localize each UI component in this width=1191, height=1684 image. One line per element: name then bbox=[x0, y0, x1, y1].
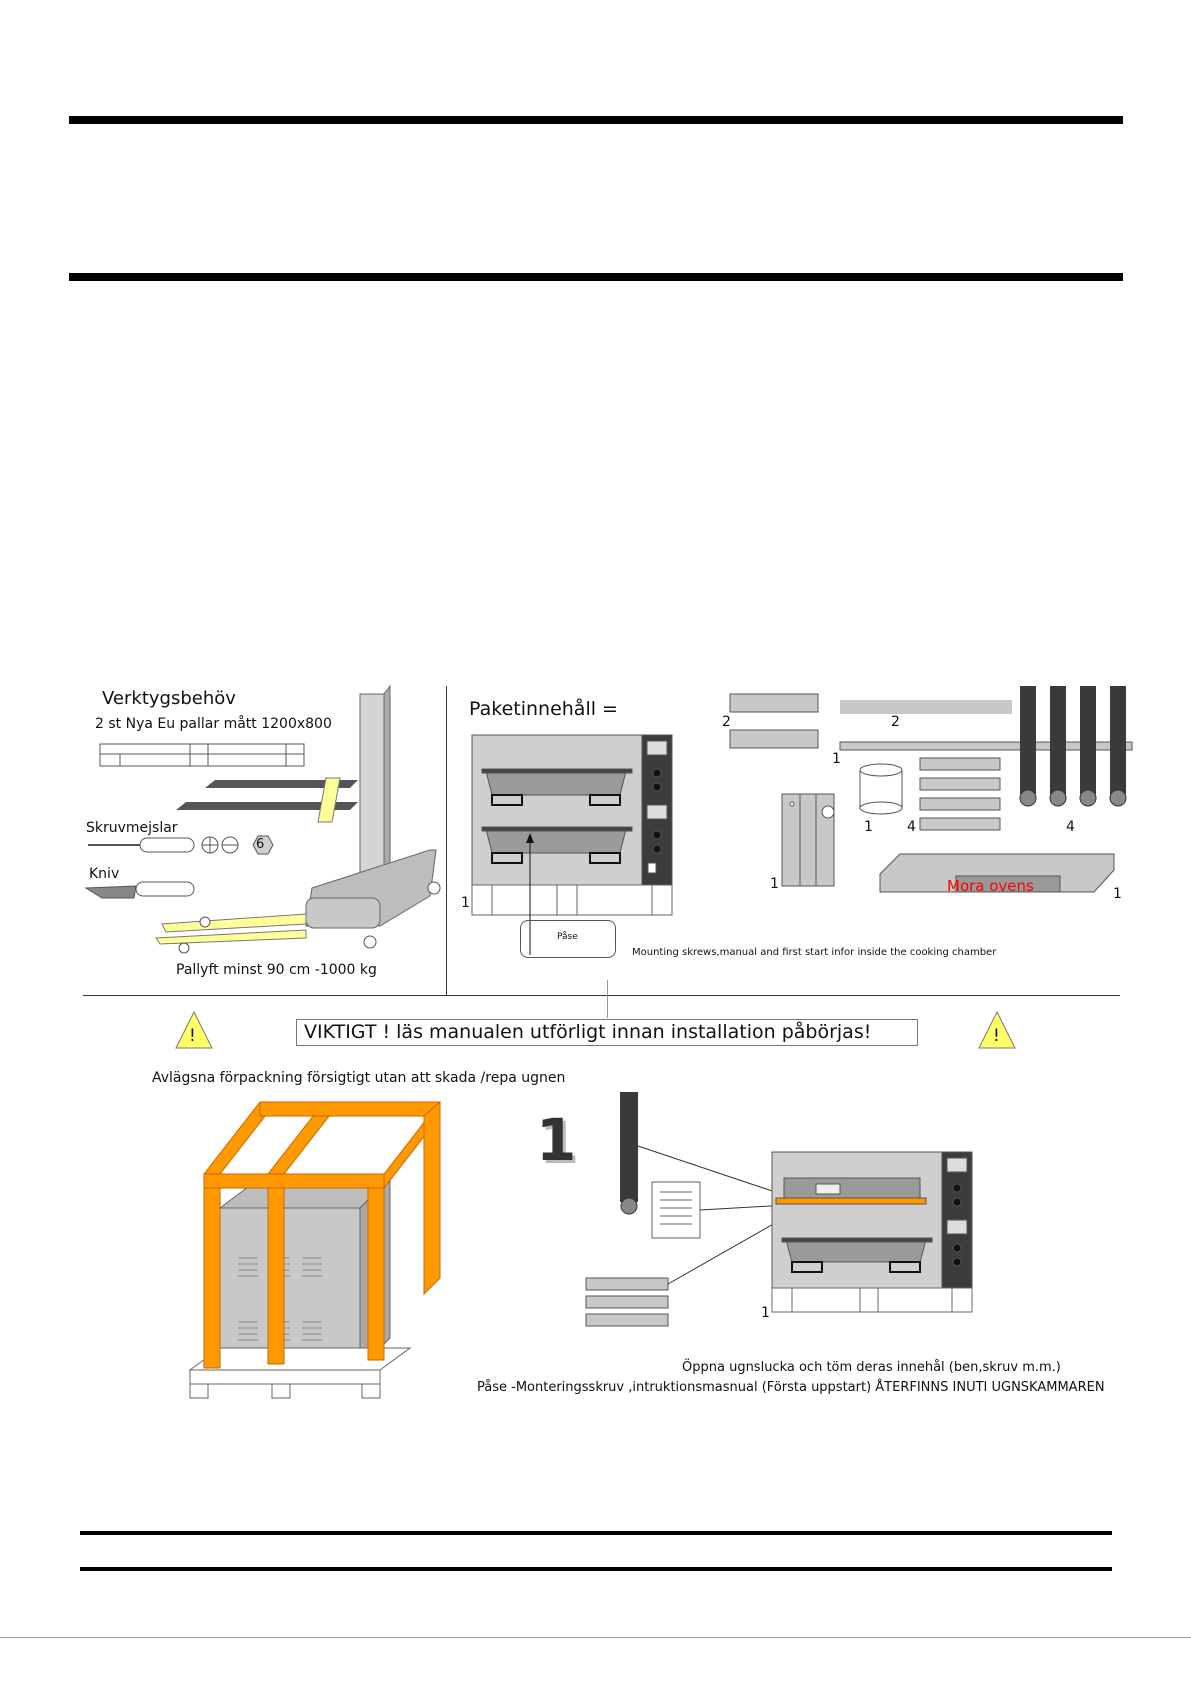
warning-connector bbox=[607, 980, 608, 1018]
header-rule-top bbox=[69, 116, 1123, 124]
rail-icon bbox=[840, 700, 1012, 714]
panel-icon bbox=[729, 693, 819, 713]
screwdrivers-label: Skruvmejslar bbox=[86, 820, 178, 836]
oven-qty: 1 bbox=[461, 895, 470, 911]
bag-note: Mounting skrews,manual and first start i… bbox=[632, 947, 997, 958]
warning-symbol-left: ! bbox=[189, 1026, 196, 1046]
warning-box bbox=[296, 1019, 918, 1046]
top-qty: 1 bbox=[1113, 886, 1122, 902]
step1-line1: Öppna ugnslucka och töm deras innehål (b… bbox=[682, 1360, 1061, 1375]
wrench-nut-icon bbox=[252, 835, 274, 855]
footer-rule-top bbox=[80, 1531, 1112, 1535]
rail-qty: 2 bbox=[891, 714, 900, 730]
tools-illustration bbox=[84, 684, 441, 954]
pallets-label: 2 st Nya Eu pallar mått 1200x800 bbox=[95, 716, 332, 732]
vertical-divider bbox=[446, 686, 447, 996]
page-edge-line bbox=[0, 1637, 1191, 1638]
warning-symbol-right: ! bbox=[993, 1026, 1000, 1046]
drum-icon bbox=[859, 763, 903, 815]
panel-icon bbox=[729, 729, 819, 749]
top-plate-icon bbox=[879, 853, 1115, 893]
manual-icon bbox=[651, 1181, 701, 1239]
step1-oven-qty: 1 bbox=[761, 1305, 770, 1321]
step1-line2: Påse -Monteringsskruv ,intruktionsmasnua… bbox=[477, 1380, 1105, 1395]
drum-qty: 1 bbox=[864, 819, 873, 835]
legs-qty: 4 bbox=[1066, 819, 1075, 835]
plate-qty: 1 bbox=[770, 876, 779, 892]
step-number: 1 bbox=[536, 1106, 577, 1174]
pallet-lift-icon bbox=[155, 684, 441, 954]
long-rail-icon bbox=[839, 741, 1133, 751]
screwdriver-icon bbox=[88, 837, 195, 853]
step1-trays-icon bbox=[585, 1277, 669, 1327]
leg-icon bbox=[620, 1092, 638, 1215]
package-oven-illustration bbox=[471, 734, 673, 955]
crated-oven-icon bbox=[218, 1176, 392, 1370]
legs-icon bbox=[1019, 686, 1127, 807]
knife-label: Kniv bbox=[89, 866, 120, 882]
tools-heading: Verktygsbehöv bbox=[102, 688, 236, 709]
crate-illustration bbox=[188, 1100, 441, 1399]
step1-illustration bbox=[585, 1092, 973, 1327]
knife-icon bbox=[84, 881, 195, 899]
horizontal-divider bbox=[83, 995, 1120, 996]
bag-box bbox=[520, 920, 616, 958]
warning-icon-left bbox=[175, 1010, 213, 1049]
header-rule-bottom bbox=[69, 273, 1123, 281]
long-rail-qty: 1 bbox=[832, 751, 841, 767]
brand-label: Mora ovens bbox=[947, 877, 1034, 895]
step1-oven-icon bbox=[771, 1151, 973, 1289]
unpack-instruction: Avlägsna förpackning försigtigt utan att… bbox=[152, 1070, 566, 1086]
crate-frame-icon bbox=[202, 1100, 441, 1369]
trays-qty: 4 bbox=[907, 819, 916, 835]
package-parts-illustration bbox=[729, 686, 1133, 893]
wrench-size-label: 6 bbox=[256, 837, 265, 852]
crate-pallet-icon bbox=[188, 1347, 412, 1399]
package-heading: Paketinnehåll = bbox=[469, 698, 618, 720]
warning-icon-right bbox=[978, 1010, 1016, 1049]
screw-heads-icon bbox=[201, 836, 239, 854]
warning-text: VIKTIGT ! läs manualen utförligt innan i… bbox=[304, 1021, 872, 1043]
trays-icon bbox=[919, 757, 1001, 831]
oven-pallet-icon bbox=[471, 884, 673, 916]
oven-icon bbox=[471, 734, 673, 886]
back-plate-icon bbox=[781, 793, 835, 887]
footer-rule-bottom bbox=[80, 1567, 1112, 1571]
panels-qty: 2 bbox=[722, 714, 731, 730]
pallet-icon bbox=[99, 743, 305, 767]
pallet-lift-label: Pallyft minst 90 cm -1000 kg bbox=[176, 962, 377, 978]
bag-label: Påse bbox=[557, 932, 578, 942]
step1-pallet-icon bbox=[771, 1287, 973, 1313]
